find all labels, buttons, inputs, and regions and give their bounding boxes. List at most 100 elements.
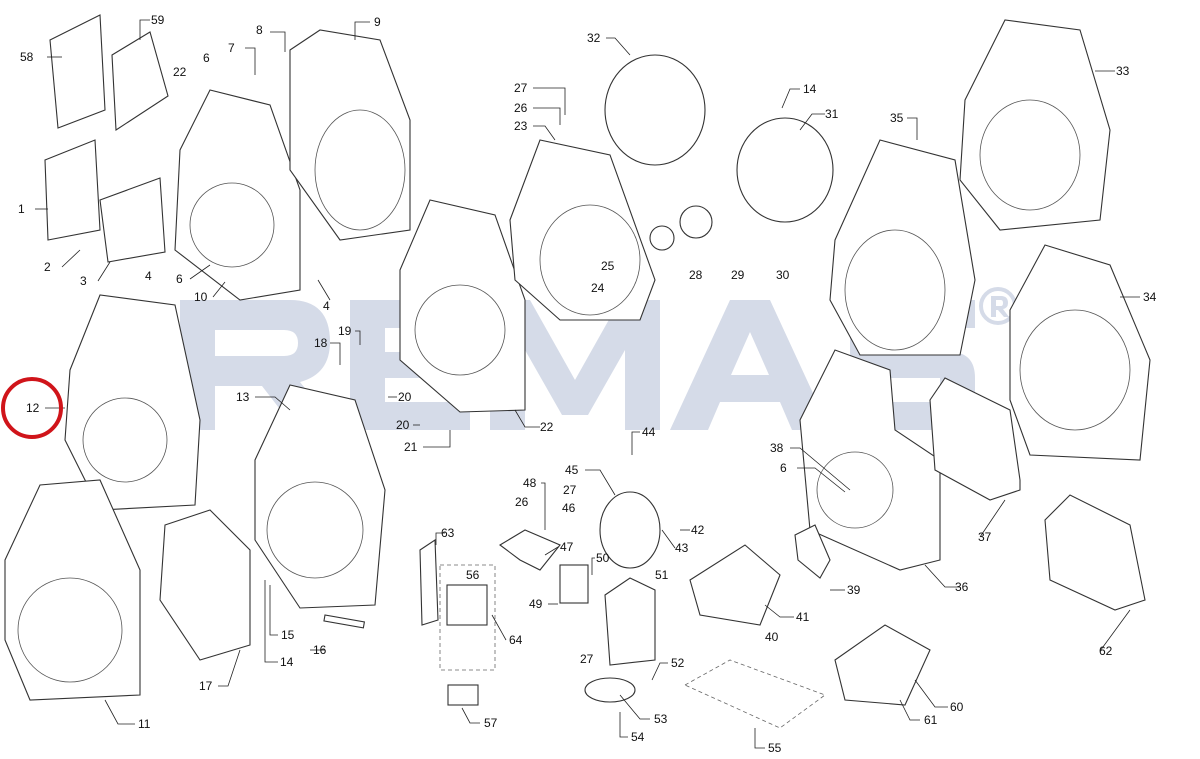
callout-53[interactable]: 53: [654, 712, 668, 726]
callout-51[interactable]: 51: [655, 568, 669, 582]
callout-31[interactable]: 31: [825, 107, 839, 121]
part-33: [959, 19, 1111, 231]
callout-39[interactable]: 39: [847, 583, 861, 597]
callout-18[interactable]: 18: [314, 336, 328, 350]
callout-33[interactable]: 33: [1116, 64, 1130, 78]
callout-27[interactable]: 27: [514, 81, 528, 95]
callout-17[interactable]: 17: [199, 679, 213, 693]
callout-1[interactable]: 1: [18, 202, 25, 216]
callout-13[interactable]: 13: [236, 390, 250, 404]
callout-36[interactable]: 36: [955, 580, 969, 594]
callout-20[interactable]: 20: [396, 418, 410, 432]
callout-46[interactable]: 46: [562, 501, 576, 515]
part-59: [111, 31, 169, 131]
callout-4[interactable]: 4: [145, 269, 152, 283]
watermark-letter-m: [490, 300, 660, 430]
callout-26[interactable]: 26: [515, 495, 529, 509]
callout-30[interactable]: 30: [776, 268, 790, 282]
callout-10[interactable]: 10: [194, 290, 208, 304]
part-37: [929, 377, 1021, 501]
callout-14[interactable]: 14: [280, 655, 294, 669]
callout-58[interactable]: 58: [20, 50, 34, 64]
callout-40[interactable]: 40: [765, 630, 779, 644]
callout-64[interactable]: 64: [509, 633, 523, 647]
callout-15[interactable]: 15: [281, 628, 295, 642]
part-39: [794, 524, 831, 579]
callout-14[interactable]: 14: [803, 82, 817, 96]
part-51: [604, 577, 656, 666]
callout-52[interactable]: 52: [671, 656, 685, 670]
callout-6[interactable]: 6: [203, 51, 210, 65]
callout-32[interactable]: 32: [587, 31, 601, 45]
part-47: [499, 529, 561, 571]
callout-44[interactable]: 44: [642, 425, 656, 439]
callout-22[interactable]: 22: [540, 420, 554, 434]
callout-4[interactable]: 4: [323, 299, 330, 313]
callout-55[interactable]: 55: [768, 741, 782, 755]
callout-50[interactable]: 50: [596, 551, 610, 565]
watermark-letter-a: [670, 300, 830, 430]
part-36: [799, 349, 941, 571]
callout-28[interactable]: 28: [689, 268, 703, 282]
part-17: [159, 509, 251, 661]
callout-3[interactable]: 3: [80, 274, 87, 288]
part-31: [736, 117, 834, 223]
parts: [4, 14, 1151, 729]
callout-41[interactable]: 41: [796, 610, 810, 624]
callout-35[interactable]: 35: [890, 111, 904, 125]
group-56-box: [439, 564, 496, 671]
part-57: [447, 684, 479, 706]
part-49: [559, 564, 589, 604]
callout-2[interactable]: 2: [44, 260, 51, 274]
callout-27[interactable]: 27: [563, 483, 577, 497]
callout-56[interactable]: 56: [466, 568, 480, 582]
part-13: [254, 384, 386, 609]
callout-9[interactable]: 9: [374, 15, 381, 29]
part-60: [834, 624, 931, 706]
callout-60[interactable]: 60: [950, 700, 964, 714]
callout-59[interactable]: 59: [151, 13, 165, 27]
callout-8[interactable]: 8: [256, 23, 263, 37]
part-34: [1009, 244, 1151, 461]
callout-24[interactable]: 24: [591, 281, 605, 295]
part-56: [446, 584, 488, 626]
callout-22[interactable]: 22: [173, 65, 187, 79]
group-55-box: [684, 659, 826, 729]
callout-25[interactable]: 25: [601, 259, 615, 273]
part-8-9: [289, 29, 411, 241]
part-29: [679, 205, 713, 239]
callout-12[interactable]: 12: [26, 401, 40, 415]
part-11: [4, 479, 141, 701]
callout-16[interactable]: 16: [313, 643, 327, 657]
part-41: [689, 544, 781, 626]
callout-21[interactable]: 21: [404, 440, 418, 454]
callout-54[interactable]: 54: [631, 730, 645, 744]
callout-49[interactable]: 49: [529, 597, 543, 611]
callout-61[interactable]: 61: [924, 713, 938, 727]
callout-6[interactable]: 6: [176, 272, 183, 286]
callout-7[interactable]: 7: [228, 41, 235, 55]
callout-63[interactable]: 63: [441, 526, 455, 540]
callout-27[interactable]: 27: [580, 652, 594, 666]
callout-34[interactable]: 34: [1143, 290, 1157, 304]
callout-57[interactable]: 57: [484, 716, 498, 730]
callout-38[interactable]: 38: [770, 441, 784, 455]
callout-26[interactable]: 26: [514, 101, 528, 115]
callout-43[interactable]: 43: [675, 541, 689, 555]
callout-23[interactable]: 23: [514, 119, 528, 133]
callout-37[interactable]: 37: [978, 530, 992, 544]
callout-29[interactable]: 29: [731, 268, 745, 282]
callout-6[interactable]: 6: [780, 461, 787, 475]
part-22-left: [174, 89, 301, 301]
callout-62[interactable]: 62: [1099, 644, 1113, 658]
callout-48[interactable]: 48: [523, 476, 537, 490]
callout-42[interactable]: 42: [691, 523, 705, 537]
callout-19[interactable]: 19: [338, 324, 352, 338]
callout-47[interactable]: 47: [560, 540, 574, 554]
callout-20[interactable]: 20: [398, 390, 412, 404]
callout-45[interactable]: 45: [565, 463, 579, 477]
highlight-circle: [1, 377, 63, 439]
part-35: [829, 139, 976, 356]
callout-11[interactable]: 11: [138, 717, 151, 731]
